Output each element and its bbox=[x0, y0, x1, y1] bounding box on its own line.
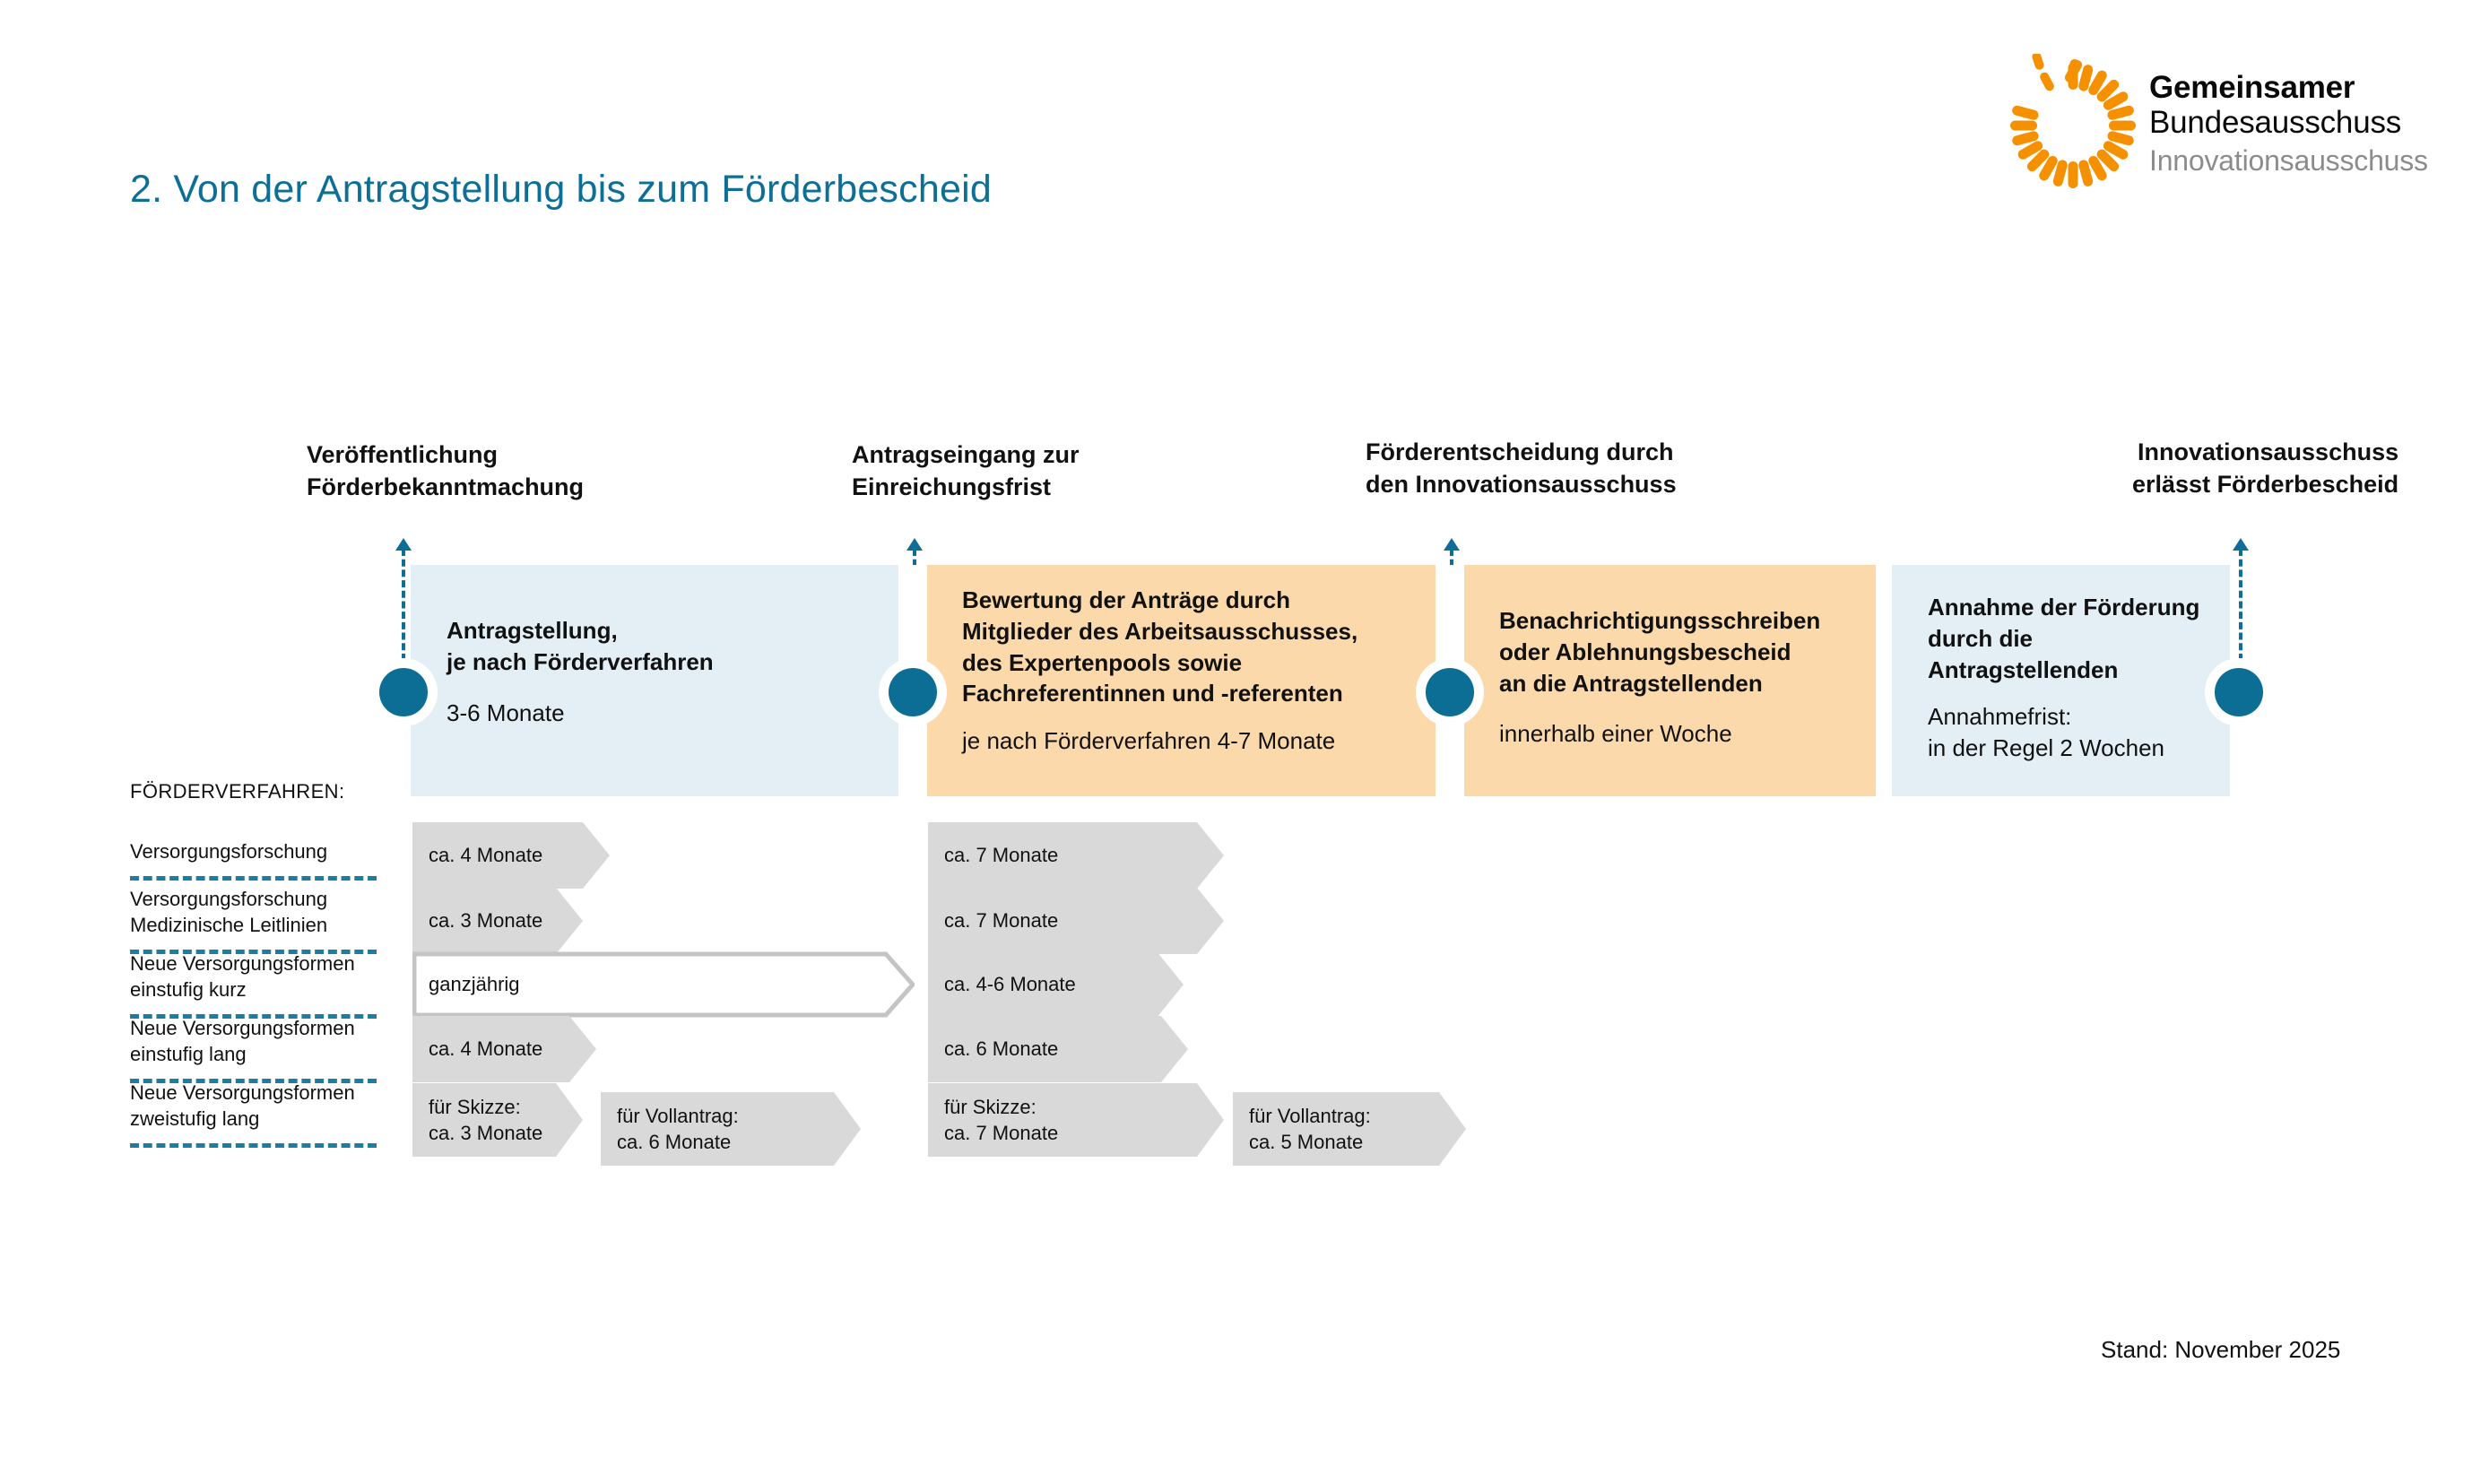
timeline-arrowhead-3 bbox=[1444, 538, 1460, 551]
logo-line-3: Innovationsausschuss bbox=[2149, 143, 2428, 177]
chevron-label-r4c2: ca. 6 Monate bbox=[944, 1037, 1059, 1061]
chevron-r4c2: ca. 6 Monate bbox=[928, 1016, 1188, 1082]
page-title: 2. Von der Antragstellung bis zum Förder… bbox=[130, 168, 992, 211]
phase-box-antragstellung: Antragstellung, je nach Förderverfahren … bbox=[411, 565, 900, 796]
chevron-r3c1: ganzjährig bbox=[412, 951, 915, 1018]
logo-wordmark: Gemeinsamer Bundesausschuss Innovationsa… bbox=[2149, 70, 2436, 178]
phase-box-bewertung: Bewertung der Anträge durch Mitglieder d… bbox=[926, 565, 1464, 796]
chevron-label-r5c1b: für Vollantrag: ca. 6 Monate bbox=[617, 1104, 739, 1153]
phase-box-annahme: Annahme der Förderung durch die Antragst… bbox=[1892, 565, 2230, 796]
timeline-line-4 bbox=[2239, 549, 2242, 692]
phase-title-4: Annahme der Förderung durch die Antragst… bbox=[1928, 594, 2200, 683]
timeline-dot-2[interactable] bbox=[889, 668, 937, 716]
row-label-2: Versorgungsforschung Medizinische Leitli… bbox=[130, 888, 328, 937]
row-divider-1 bbox=[130, 876, 377, 881]
milestone-label-2: Antragseingang zur Einreichungsfrist bbox=[852, 441, 1080, 500]
chevron-r5c1b: für Vollantrag: ca. 6 Monate bbox=[601, 1092, 861, 1166]
gba-sun-icon bbox=[2001, 52, 2145, 197]
timeline-arrowhead-4 bbox=[2233, 538, 2249, 551]
phase-title-2: Bewertung der Anträge durch Mitglieder d… bbox=[962, 586, 1358, 707]
row-label-1: Versorgungsforschung bbox=[130, 840, 328, 863]
phase-title-1: Antragstellung, je nach Förderverfahren bbox=[447, 617, 714, 675]
timeline-arrowhead-1 bbox=[395, 538, 412, 551]
milestone-label-4: Innovationsausschuss erlässt Förderbesch… bbox=[2132, 438, 2399, 498]
chevron-r2c2: ca. 7 Monate bbox=[928, 888, 1224, 954]
chevron-r2c1: ca. 3 Monate bbox=[412, 888, 583, 954]
chevron-r5c2b: für Vollantrag: ca. 5 Monate bbox=[1233, 1092, 1466, 1166]
chevron-r3c2: ca. 4-6 Monate bbox=[928, 951, 1184, 1018]
chevron-label-r1c2: ca. 7 Monate bbox=[944, 844, 1059, 867]
chevron-label-r2c1: ca. 3 Monate bbox=[429, 909, 543, 933]
phase-sub-4: Annahmefrist: in der Regel 2 Wochen bbox=[1928, 703, 2165, 762]
footer-date: Stand: November 2025 bbox=[2101, 1336, 2341, 1363]
row-label-5: Neue Versorgungsformen zweistufig lang bbox=[130, 1081, 355, 1131]
chevron-label-r3c1: ganzjährig bbox=[429, 973, 520, 996]
row-label-4: Neue Versorgungsformen einstufig lang bbox=[130, 1017, 355, 1066]
milestone-label-1: Veröffentlichung Förderbekanntmachung bbox=[307, 441, 585, 500]
logo: Gemeinsamer Bundesausschuss Innovationsa… bbox=[2001, 52, 2432, 206]
chevron-r5c1a: für Skizze: ca. 3 Monate bbox=[412, 1083, 583, 1157]
chevron-label-r3c2: ca. 4-6 Monate bbox=[944, 973, 1076, 996]
chevron-label-r5c1a: für Skizze: ca. 3 Monate bbox=[429, 1095, 543, 1144]
milestone-label-3: Förderentscheidung durch den Innovations… bbox=[1366, 438, 1677, 498]
chevron-label-r2c2: ca. 7 Monate bbox=[944, 909, 1059, 933]
chevron-label-r4c1: ca. 4 Monate bbox=[429, 1037, 543, 1061]
chevron-label-r5c2b: für Vollantrag: ca. 5 Monate bbox=[1249, 1104, 1371, 1153]
timeline-dot-4[interactable] bbox=[2215, 668, 2263, 716]
row-divider-4 bbox=[130, 1079, 377, 1083]
chevron-r1c2: ca. 7 Monate bbox=[928, 822, 1224, 889]
chevron-r4c1: ca. 4 Monate bbox=[412, 1016, 596, 1082]
chevron-label-r5c2a: für Skizze: ca. 7 Monate bbox=[944, 1095, 1059, 1144]
phase-sub-1: 3-6 Monate bbox=[447, 699, 565, 726]
table-header-label: FÖRDERVERFAHREN: bbox=[130, 780, 345, 803]
timeline-arrowhead-2 bbox=[906, 538, 923, 551]
phase-box-benachrichtigung: Benachrichtigungsschreiben oder Ablehnun… bbox=[1463, 565, 1876, 796]
chevron-label-r1c1: ca. 4 Monate bbox=[429, 844, 543, 867]
chevron-r5c2a: für Skizze: ca. 7 Monate bbox=[928, 1083, 1224, 1157]
row-label-3: Neue Versorgungsformen einstufig kurz bbox=[130, 952, 355, 1002]
timeline-dot-1[interactable] bbox=[379, 668, 428, 716]
row-divider-3 bbox=[130, 1014, 377, 1019]
timeline-line-1 bbox=[402, 549, 405, 692]
phase-sub-2: je nach Förderverfahren 4-7 Monate bbox=[962, 727, 1336, 755]
phase-title-3: Benachrichtigungsschreiben oder Ablehnun… bbox=[1499, 607, 1821, 697]
chevron-r1c1: ca. 4 Monate bbox=[412, 822, 610, 889]
row-divider-2 bbox=[130, 950, 377, 954]
phase-sub-3: innerhalb einer Woche bbox=[1499, 720, 1732, 748]
row-divider-5 bbox=[130, 1143, 377, 1148]
logo-line-2: Bundesausschuss bbox=[2149, 104, 2402, 140]
logo-line-1: Gemeinsamer bbox=[2149, 70, 2355, 105]
timeline-dot-3[interactable] bbox=[1426, 668, 1474, 716]
